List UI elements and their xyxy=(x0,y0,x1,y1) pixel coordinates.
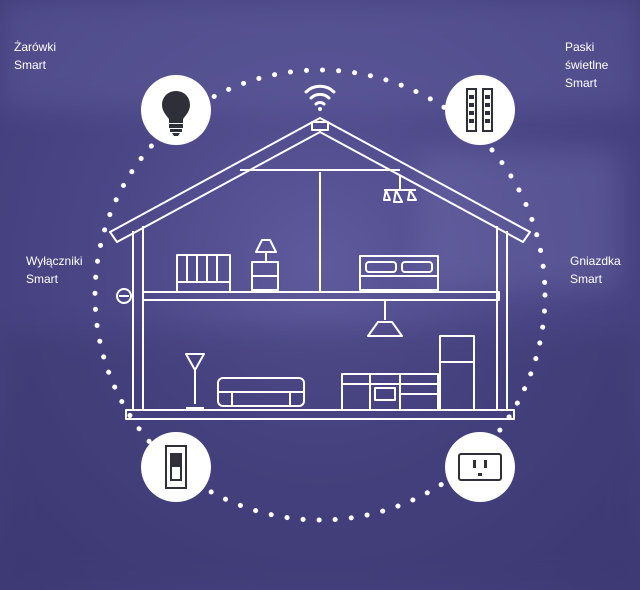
smart-switch-device[interactable] xyxy=(141,432,211,502)
smart-bulbs-label: Żarówki Smart xyxy=(14,40,57,72)
background-blur xyxy=(0,0,640,110)
wall-sensor-icon xyxy=(116,288,132,304)
light-strip-icon xyxy=(466,88,493,132)
light-bulb-icon xyxy=(162,91,190,136)
light-switch-icon xyxy=(165,445,187,489)
smart-light-strips-label: Paski świetlne Smart xyxy=(565,40,609,90)
smart-switches-label: Wyłączniki Smart xyxy=(26,254,83,286)
background-blur xyxy=(420,150,620,290)
smart-bulb-device[interactable] xyxy=(141,75,211,145)
smart-socket-label: Gniazdka Smart xyxy=(570,254,621,286)
smart-light-strip-device[interactable] xyxy=(445,75,515,145)
house-outline xyxy=(109,117,531,420)
dotted-connection-ring xyxy=(92,67,548,523)
smart-socket-device[interactable] xyxy=(445,432,515,502)
power-outlet-icon xyxy=(458,453,502,481)
wifi-icon xyxy=(304,84,336,111)
